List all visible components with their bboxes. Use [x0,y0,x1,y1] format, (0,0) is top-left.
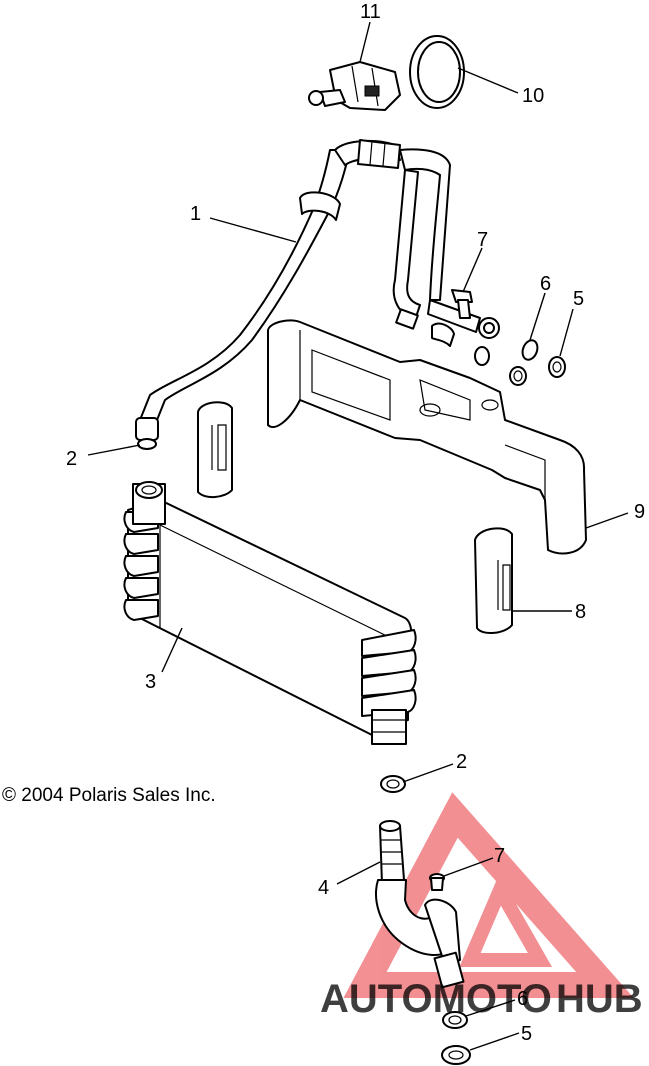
callouts: 11 10 1 7 6 5 2 9 8 3 2 7 4 6 5 [66,1,645,1045]
cooler-right-fins [361,629,417,717]
callout-2-upper: 2 [66,448,77,470]
callout-6-lower: 6 [517,988,528,1010]
part-8-clip [474,527,513,634]
watermark-text: AUTOMOTO HUB [320,977,643,1021]
part-11-clamp [308,61,401,111]
part-10-ring [409,35,465,109]
part-2-fitting-upper [135,417,159,450]
part-6-washer-lower [442,1011,468,1029]
callout-10: 10 [522,85,544,107]
part-7-bolt-lower [429,873,445,891]
watermark-text-part2: HUB [556,977,643,1021]
callout-4: 4 [318,877,329,899]
callout-5-lower: 5 [521,1023,532,1045]
cooler-left-fins [123,511,159,621]
callout-8: 8 [575,601,586,623]
part-5-washer-lower [441,1045,471,1065]
watermark-text-part1: AUTOMOTO [320,977,552,1021]
part-6-washer-upper [509,339,539,386]
callout-7-upper: 7 [477,229,488,251]
callout-7-lower: 7 [494,845,505,867]
watermark-triangle-icon [343,792,634,998]
part-1-hose [139,139,500,426]
callout-2-lower: 2 [456,751,467,773]
part-3-oil-cooler [123,481,417,745]
watermark-logo [343,792,634,998]
callout-6-upper: 6 [540,273,551,295]
clip-upper-left [197,401,233,498]
callout-1: 1 [190,203,201,225]
part-4-elbow [375,820,465,989]
callout-3: 3 [145,671,156,693]
leader-lines [87,21,629,1051]
callout-5-upper: 5 [573,288,584,310]
callout-11: 11 [360,1,381,23]
part-7-bolt-upper [451,289,473,319]
part-2-washer-lower [380,775,406,793]
part-9-bracket [267,319,587,555]
part-5-washer-upper [548,356,566,378]
copyright-text: © 2004 Polaris Sales Inc. [2,785,216,806]
callout-9: 9 [634,501,645,523]
